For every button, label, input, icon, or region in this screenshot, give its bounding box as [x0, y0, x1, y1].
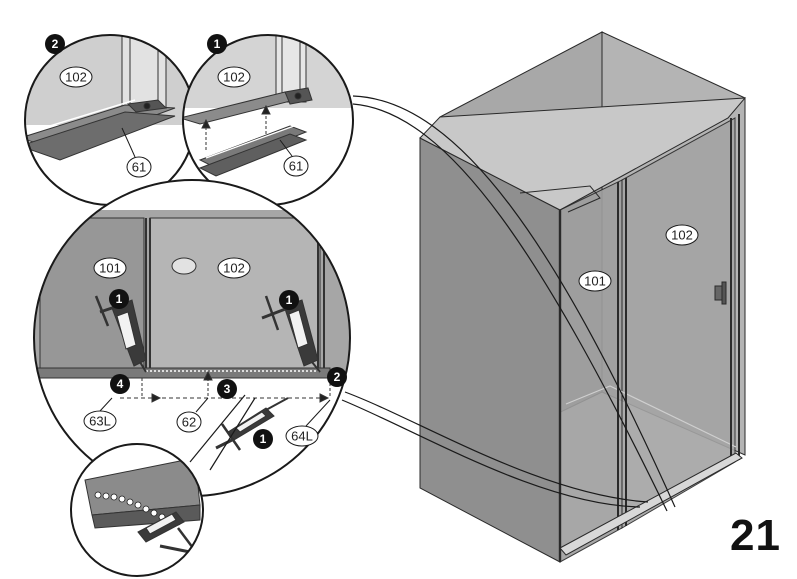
step-badge-2-right: [327, 367, 347, 387]
step-number: 1: [260, 432, 267, 446]
part-102-label: 102: [65, 70, 87, 85]
step-badge-2-top: [45, 34, 65, 54]
label-61-d2: [126, 156, 152, 178]
step-badge-1-bottom-gun: [253, 429, 273, 449]
label-102-d2: [59, 66, 93, 88]
detail-circle-step1: [182, 34, 354, 206]
part-62-label: 62: [182, 415, 196, 430]
step-badge-texts: 2 1 1 1 4 3 2 1: [52, 37, 341, 446]
step-badge-1-right-gun: [279, 290, 299, 310]
bottom-threshold: [559, 452, 743, 556]
detail-circle-profile-fill: [70, 394, 256, 577]
door-handle-icon: [714, 281, 727, 305]
part-labels: [59, 66, 699, 447]
part-63L-label: 63L: [89, 414, 111, 429]
label-101-big: [93, 257, 127, 279]
label-leaders: [99, 127, 331, 427]
part-61-label: 61: [132, 160, 146, 175]
part-102-label: 102: [671, 228, 693, 243]
step-number: 2: [52, 37, 59, 51]
step-number: 1: [214, 37, 221, 51]
inner-frame-top: [519, 185, 601, 213]
step-number: 4: [117, 377, 124, 391]
step-badge-4: [110, 374, 130, 394]
step-number: 2: [334, 370, 341, 384]
shower-cabin: [419, 31, 747, 563]
step-badge-3: [217, 379, 237, 399]
detail-circle-step2: [24, 34, 196, 206]
step-badge-1-left-gun: [109, 289, 129, 309]
zoom-leaders: [341, 95, 676, 512]
part-101-label: 101: [99, 261, 121, 276]
label-64L: [285, 425, 319, 447]
step-number: 3: [224, 382, 231, 396]
step-number: 1: [116, 292, 123, 306]
part-102-label: 102: [223, 70, 245, 85]
silicone-gun-left-icon: [94, 295, 147, 373]
silicone-gun-bottom-icon: [215, 397, 289, 451]
label-102-cabin: [665, 224, 699, 246]
detail-circle-sealing: [33, 179, 351, 497]
shower-tray-outline: [565, 385, 737, 448]
part-101-label: 101: [584, 274, 606, 289]
label-102-d1: [217, 66, 251, 88]
part-102-label: 102: [223, 261, 245, 276]
step-number: 1: [286, 293, 293, 307]
label-101-cabin: [578, 270, 612, 292]
label-102-big: [217, 257, 251, 279]
part-61-label: 61: [289, 159, 303, 174]
part-64L-label: 64L: [291, 429, 313, 444]
step-badges: [45, 34, 347, 449]
page-number: 21: [730, 511, 781, 560]
label-62: [176, 411, 202, 433]
part-label-texts: 102 61 102 61 101 102 63L 62 64L 101 102: [65, 70, 693, 444]
cabin-top-edge: [419, 97, 747, 211]
step-badge-1-top: [207, 34, 227, 54]
label-61-d1: [283, 155, 309, 177]
